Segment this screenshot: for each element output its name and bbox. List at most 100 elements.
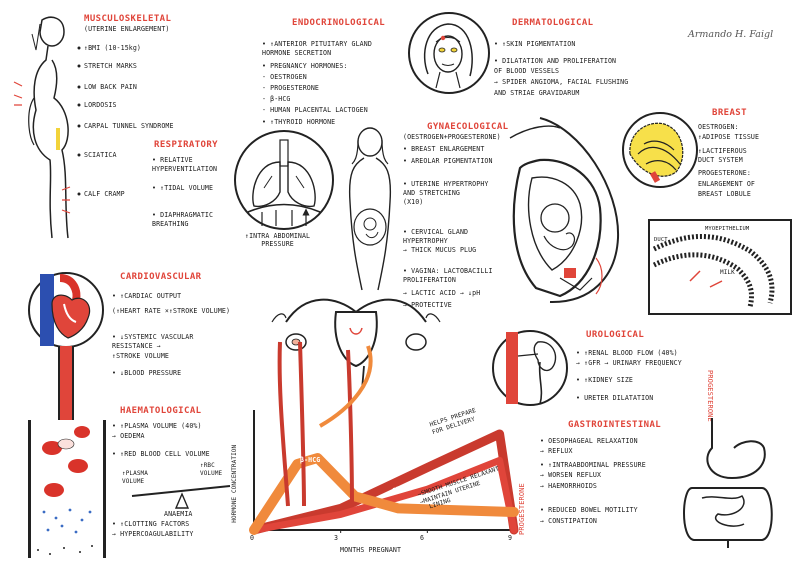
lungs-illustration-circle	[234, 130, 334, 230]
musculo-item-sciatica: SCIATICA	[84, 151, 117, 159]
balance-scale-icon	[131, 485, 231, 509]
endo-line-4: - PROGESTERONE	[262, 84, 319, 92]
gi-item-6: • REDUCED BOWEL MOTILITY	[540, 506, 638, 514]
endo-line-2: • PREGNANCY HORMONES:	[262, 62, 348, 70]
breast-line-6: ENLARGEMENT OF	[698, 180, 755, 188]
gyn-item-8: HYPERTROPHY	[403, 237, 448, 245]
lungs-icon	[247, 139, 321, 226]
musculo-item-backpain: LOW BACK PAIN	[84, 83, 137, 91]
gyn-item-7: • CERVICAL GLAND	[403, 228, 469, 236]
resp-item-7: BREATHING	[152, 220, 189, 228]
gyn-item-9: → THICK MUCUS PLUG	[403, 246, 477, 254]
gyn-item-13: → LACTIC ACID → ↓pH	[403, 289, 481, 297]
gyn-item-5: (X10)	[403, 198, 424, 206]
author-signature: Armando H. Faigl	[688, 29, 774, 40]
breast-line-1: ↑ADIPOSE TISSUE	[698, 133, 760, 141]
gi-item-1: → REFLUX	[540, 447, 573, 455]
gi-item-3: → WORSEN REFLUX	[540, 471, 602, 479]
gi-item-0: • OESOPHAGEAL RELAXATION	[540, 437, 638, 445]
musculo-item-carpal: CARPAL TUNNEL SYNDROME	[84, 122, 174, 130]
series-progesterone-line	[250, 456, 518, 534]
cardio-item-6: ↑STROKE VOLUME	[112, 352, 169, 360]
head-illustration-circle	[408, 12, 490, 94]
uro-item-0: • ↑RENAL BLOOD FLOW (40%)	[576, 349, 678, 357]
chart-xtick-6: 6	[420, 534, 425, 542]
endo-line-7: • ↑THYROID HORMONE	[262, 118, 336, 126]
derm-line-5: AND STRIAE GRAVIDARUM	[494, 89, 580, 97]
kidney-illustration-circle	[492, 330, 568, 406]
endo-line-6: - HUMAN PLACENTAL LACTOGEN	[262, 106, 368, 114]
haem-clotting-1: → HYPERCOAGULABILITY	[112, 530, 194, 538]
cardio-item-4: • ↓SYSTEMIC VASCULAR	[112, 333, 194, 341]
chart-xtick-9: 9	[508, 534, 513, 542]
derm-line-2: • DILATATION AND PROLIFERATION	[494, 57, 617, 65]
haematological-title: HAEMATOLOGICAL	[120, 406, 202, 416]
hormone-concentration-chart	[249, 341, 519, 535]
musculo-item-bmi: ↑BMI (10-15kg)	[84, 44, 141, 52]
musculoskeletal-subtitle: (UTERINE ENLARGEMENT)	[84, 25, 170, 33]
cardio-item-8: • ↓BLOOD PRESSURE	[112, 369, 182, 377]
breast-line-4: DUCT SYSTEM	[698, 156, 743, 164]
gyn-item-14: → PROTECTIVE	[403, 301, 452, 309]
cardiovascular-title: CARDIOVASCULAR	[120, 272, 202, 282]
gyn-item-1: • AREOLAR PIGMENTATION	[403, 157, 493, 165]
endo-line-1: HORMONE SECRETION	[262, 49, 332, 57]
musculo-item-calf: CALF CRAMP	[84, 190, 125, 198]
breast-label-milk: MILK	[720, 269, 735, 276]
endocrinological-title: ENDOCRINOLOGICAL	[292, 18, 386, 28]
arrow-uterus-to-chart	[346, 349, 354, 507]
respiratory-title: RESPIRATORY	[154, 140, 219, 150]
chart-xtick-3: 3	[334, 534, 339, 542]
breast-line-3: ↑LACTIFEROUS	[698, 147, 747, 155]
pregnant-woman-side-figure	[13, 16, 71, 239]
endo-line-0: • ↑ANTERIOR PITUITARY GLAND	[262, 40, 372, 48]
blood-cells	[37, 426, 93, 555]
haem-item-1: → OEDEMA	[112, 432, 145, 440]
gyn-item-4: AND STRETCHING	[403, 189, 460, 197]
heart-icon	[40, 274, 91, 346]
resp-pressure-label: ↑INTRA ABDOMINAL PRESSURE	[245, 232, 311, 249]
chart-xlabel: MONTHS PREGNANT	[340, 546, 402, 554]
chart-ylabel: HORMONE CONCENTRATION	[231, 444, 239, 523]
gi-progesterone-label: PROGESTERONE	[518, 483, 526, 535]
woman-head-icon	[423, 23, 473, 89]
gyn-subtitle: (OESTROGEN+PROGESTERONE)	[403, 133, 501, 141]
gyn-item-3: • UTERINE HYPERTROPHY	[403, 180, 489, 188]
gynaecological-title: GYNAECOLOGICAL	[427, 122, 509, 132]
breast-label-duct: DUCT	[654, 237, 668, 243]
resp-item-3: • ↑TIDAL VOLUME	[152, 184, 214, 192]
cardio-item-0: • ↑CARDIAC OUTPUT	[112, 292, 182, 300]
series-bhcg-line	[249, 453, 519, 535]
derm-line-3: OF BLOOD VESSELS	[494, 67, 560, 75]
breast-line-7: BREAST LOBULE	[698, 190, 751, 198]
uro-progesterone-label: PROGESTERONE	[706, 370, 714, 422]
haem-clotting-0: • ↑CLOTTING FACTORS	[112, 520, 190, 528]
derm-line-0: • ↑SKIN PIGMENTATION	[494, 40, 576, 48]
haem-balance-center: ANAEMIA	[164, 510, 193, 518]
endo-line-5: - β-HCG	[262, 95, 291, 103]
gi-item-7: → CONSTIPATION	[540, 517, 597, 525]
derm-line-4: → SPIDER ANGIOMA, FACIAL FLUSHING	[494, 78, 629, 86]
haem-item-3: • ↑RED BLOOD CELL VOLUME	[112, 450, 210, 458]
series-oestrogen-line	[249, 429, 519, 535]
chart-xtick-0: 0	[250, 534, 255, 542]
uterus-cross-section	[509, 117, 620, 304]
aorta-vessel	[58, 346, 74, 420]
arrow-ovary-to-chart-1	[277, 341, 290, 507]
breast-lobule-diagram	[652, 233, 775, 308]
haem-balance-right: ↑RBC VOLUME	[200, 462, 223, 477]
haem-balance-left: ↑PLASMA VOLUME	[122, 470, 148, 485]
musculo-item-stretch: STRETCH MARKS	[84, 62, 137, 70]
arrow-placenta-to-bhcg	[319, 345, 373, 428]
musculoskeletal-title: MUSCULOSKELETAL	[84, 14, 172, 24]
resp-item-0: • RELATIVE	[152, 156, 193, 164]
breast-icon	[629, 122, 684, 183]
urological-title: UROLOGICAL	[586, 330, 645, 340]
breast-title: BREAST	[712, 108, 747, 118]
musculo-bullet-dots	[77, 46, 81, 196]
chart-label-bhcg: β-HCG	[300, 456, 321, 464]
gyn-item-0: • BREAST ENLARGEMENT	[403, 145, 485, 153]
gi-item-4: → HAEMORRHOIDS	[540, 482, 597, 490]
cardio-item-5: RESISTANCE →	[112, 342, 161, 350]
arrow-ovary-to-chart-2	[298, 341, 306, 507]
